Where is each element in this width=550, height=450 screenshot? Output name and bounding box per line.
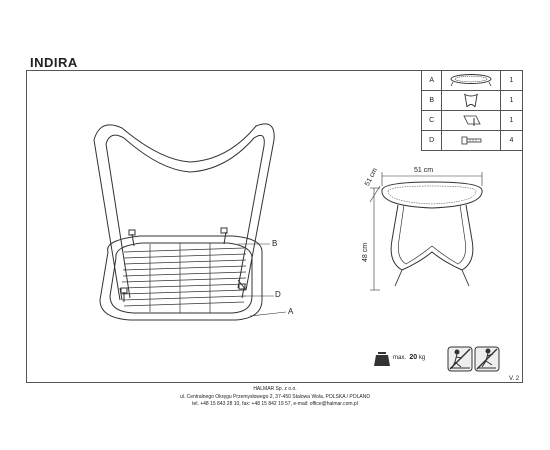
allen-key-icon bbox=[463, 115, 481, 126]
callout-leaders bbox=[238, 243, 287, 317]
seat-icon bbox=[450, 74, 492, 87]
dimensioned-stool-drawing bbox=[381, 181, 483, 287]
dimension-width: 51 cm bbox=[414, 167, 434, 174]
version-label: V. 2 bbox=[509, 376, 520, 382]
upside-down-stool-drawing bbox=[93, 123, 275, 321]
max-weight-value: 20 bbox=[409, 354, 418, 361]
parts-row-d: D 4 bbox=[420, 130, 524, 151]
max-weight-unit: kg bbox=[418, 355, 426, 361]
no-standing-icon bbox=[447, 346, 473, 372]
bolt-icon bbox=[461, 136, 482, 145]
dimension-lines bbox=[369, 172, 483, 291]
footer-contact: tel. +48 15 843 28 10, fax: +48 15 842 1… bbox=[192, 401, 358, 407]
no-climbing-icon bbox=[474, 346, 500, 372]
callout-b: B bbox=[272, 239, 278, 248]
footer-company: HALMAR Sp. z o.o. bbox=[253, 386, 297, 392]
max-weight: max. 20 kg bbox=[381, 354, 425, 361]
instruction-frame bbox=[26, 70, 523, 383]
part-key: D bbox=[420, 130, 443, 151]
parts-row-c: C 1 bbox=[420, 110, 524, 131]
weight-icon bbox=[374, 352, 390, 366]
parts-row-a: A 1 bbox=[420, 70, 524, 91]
product-title: INDIRA bbox=[30, 55, 78, 70]
dimension-height: 48 cm bbox=[362, 242, 369, 262]
max-weight-label: max. bbox=[393, 355, 407, 361]
parts-row-b: B 1 bbox=[420, 90, 524, 111]
parts-table: A 1 B 1 C bbox=[420, 70, 524, 151]
footer-address: ul. Centralnego Okręgu Przemysłowego 2, … bbox=[179, 394, 370, 400]
callout-d: D bbox=[275, 290, 281, 299]
header-rule bbox=[26, 70, 523, 71]
leg-frame-icon bbox=[463, 93, 479, 108]
callout-a: A bbox=[288, 307, 294, 316]
part-qty: 4 bbox=[499, 130, 524, 151]
